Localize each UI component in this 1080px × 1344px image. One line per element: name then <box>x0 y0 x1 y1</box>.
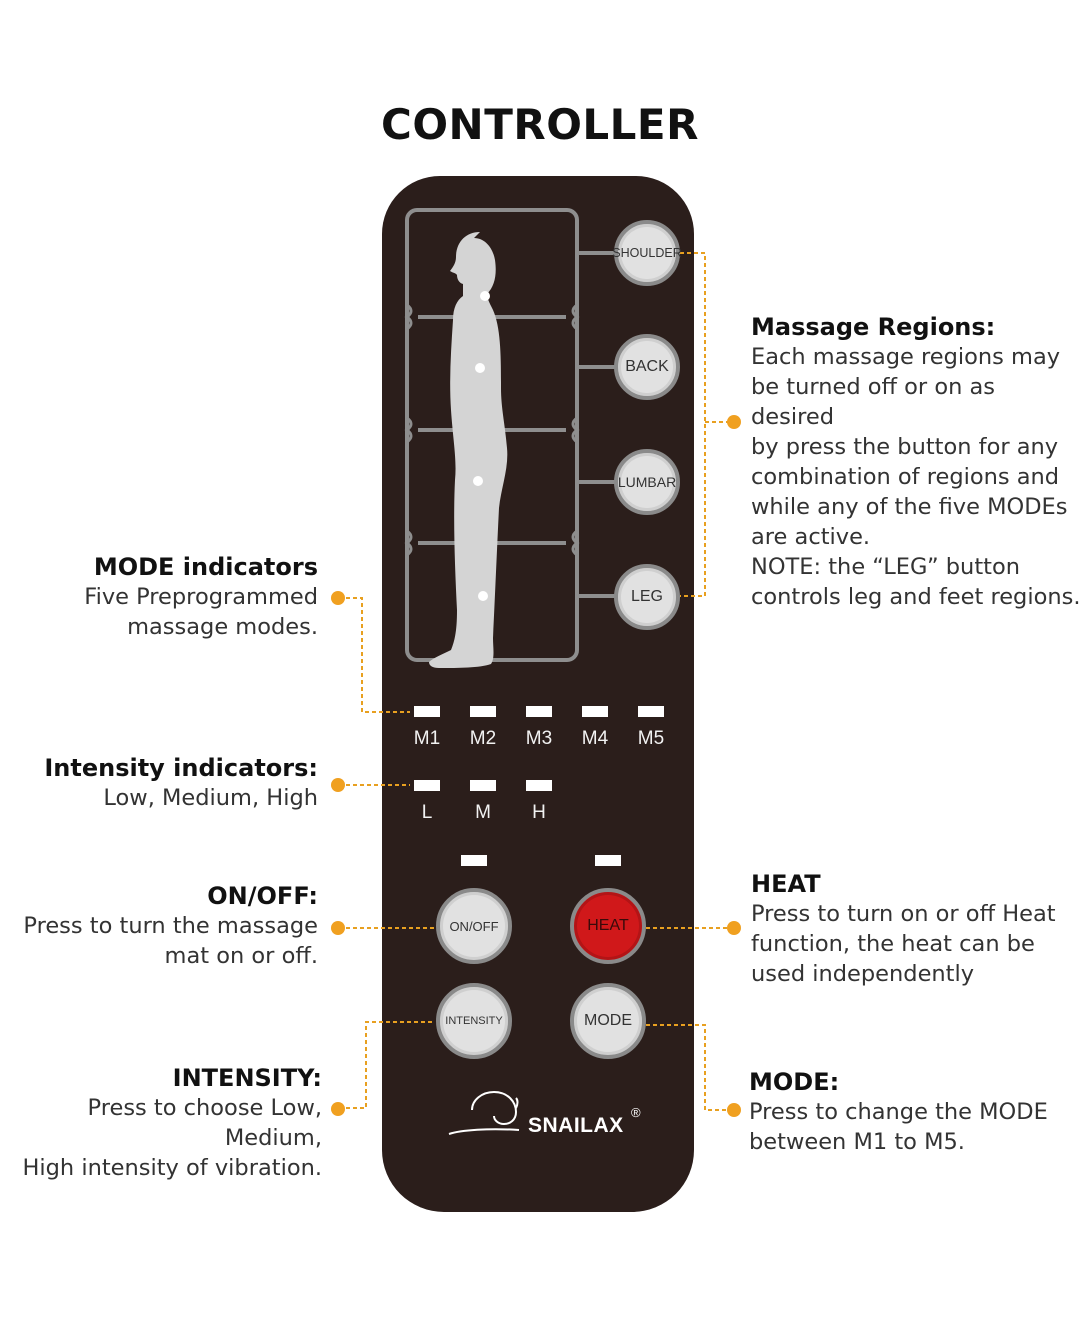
mode-led-m2 <box>470 706 496 717</box>
intensity-button-label: INTENSITY <box>445 1015 503 1027</box>
callout-mode-button: MODE: Press to change the MODE between M… <box>749 1067 1079 1157</box>
callout-text: Five Preprogrammed massage modes. <box>84 584 318 640</box>
mode-label-m1: M1 <box>413 728 441 749</box>
callout-heading: MODE indicators <box>93 553 318 581</box>
region-dots <box>473 291 490 601</box>
callout-intensity-indicators: Intensity indicators: Low, Medium, High <box>0 753 318 813</box>
mode-led-m5 <box>638 706 664 717</box>
intensity-button[interactable]: INTENSITY <box>436 983 512 1059</box>
mode-led-m1 <box>414 706 440 717</box>
heat-button[interactable]: HEAT <box>570 888 646 964</box>
callout-text: Press to choose Low, Medium, High intens… <box>22 1095 322 1181</box>
human-figure-icon <box>429 232 508 668</box>
mode-led-m3 <box>526 706 552 717</box>
region-connectors <box>577 251 618 598</box>
callout-text: Press to change the MODE between M1 to M… <box>749 1099 1048 1155</box>
mode-label-m2: M2 <box>469 728 497 749</box>
callout-heading: Massage Regions: <box>751 313 996 341</box>
panel-notches <box>404 303 580 557</box>
page-title: CONTROLLER <box>381 100 699 149</box>
mode-button[interactable]: MODE <box>570 983 646 1059</box>
callout-dots <box>331 415 741 1117</box>
callout-text: Press to turn the massage mat on or off. <box>23 913 318 969</box>
onoff-button-label: ON/OFF <box>449 918 499 934</box>
intensity-led-high <box>526 780 552 791</box>
onoff-button[interactable]: ON/OFF <box>436 888 512 964</box>
callout-intensity-button: INTENSITY: Press to choose Low, Medium, … <box>0 1063 322 1183</box>
leg-button[interactable]: LEG <box>614 564 680 630</box>
intensity-label-high: H <box>532 802 546 823</box>
callout-massage-regions: Massage Regions: Each massage regions ma… <box>751 312 1080 612</box>
callout-onoff: ON/OFF: Press to turn the massage mat on… <box>0 881 318 971</box>
intensity-led-medium <box>470 780 496 791</box>
intensity-label-low: L <box>421 802 433 823</box>
callout-heading: ON/OFF: <box>207 882 318 910</box>
leg-button-label: LEG <box>630 588 663 605</box>
callout-heading: INTENSITY: <box>172 1064 322 1092</box>
mode-label-m5: M5 <box>637 728 665 749</box>
intensity-led-low <box>414 780 440 791</box>
back-button[interactable]: BACK <box>614 334 680 400</box>
mode-led-m4 <box>582 706 608 717</box>
callout-heading: Intensity indicators: <box>44 754 318 782</box>
heat-button-label: HEAT <box>587 917 629 934</box>
mode-label-m3: M3 <box>525 728 553 749</box>
callout-text: Low, Medium, High <box>103 785 318 811</box>
brand-name: SNAILAX <box>528 1114 624 1137</box>
mode-button-label: MODE <box>584 1012 632 1029</box>
heat-led <box>595 855 621 866</box>
registered-mark: ® <box>631 1105 641 1120</box>
lumbar-button[interactable]: LUMBAR <box>614 449 680 515</box>
callout-heading: MODE: <box>749 1068 840 1096</box>
callout-heat: HEAT Press to turn on or off Heat functi… <box>751 869 1080 989</box>
callout-heading: HEAT <box>751 870 821 898</box>
snailax-logo-icon <box>448 1090 520 1135</box>
callout-text: Each massage regions may be turned off o… <box>751 344 1080 610</box>
mode-label-m4: M4 <box>581 728 609 749</box>
lumbar-button-label: LUMBAR <box>617 474 677 490</box>
back-button-label: BACK <box>625 358 669 375</box>
shoulder-button-label: SHOULDER <box>612 246 682 260</box>
power-led <box>461 855 487 866</box>
callout-mode-indicators: MODE indicators Five Preprogrammed massa… <box>0 552 318 642</box>
intensity-label-medium: M <box>475 802 491 823</box>
callout-text: Press to turn on or off Heat function, t… <box>751 901 1056 987</box>
shoulder-button[interactable]: SHOULDER <box>612 220 682 286</box>
